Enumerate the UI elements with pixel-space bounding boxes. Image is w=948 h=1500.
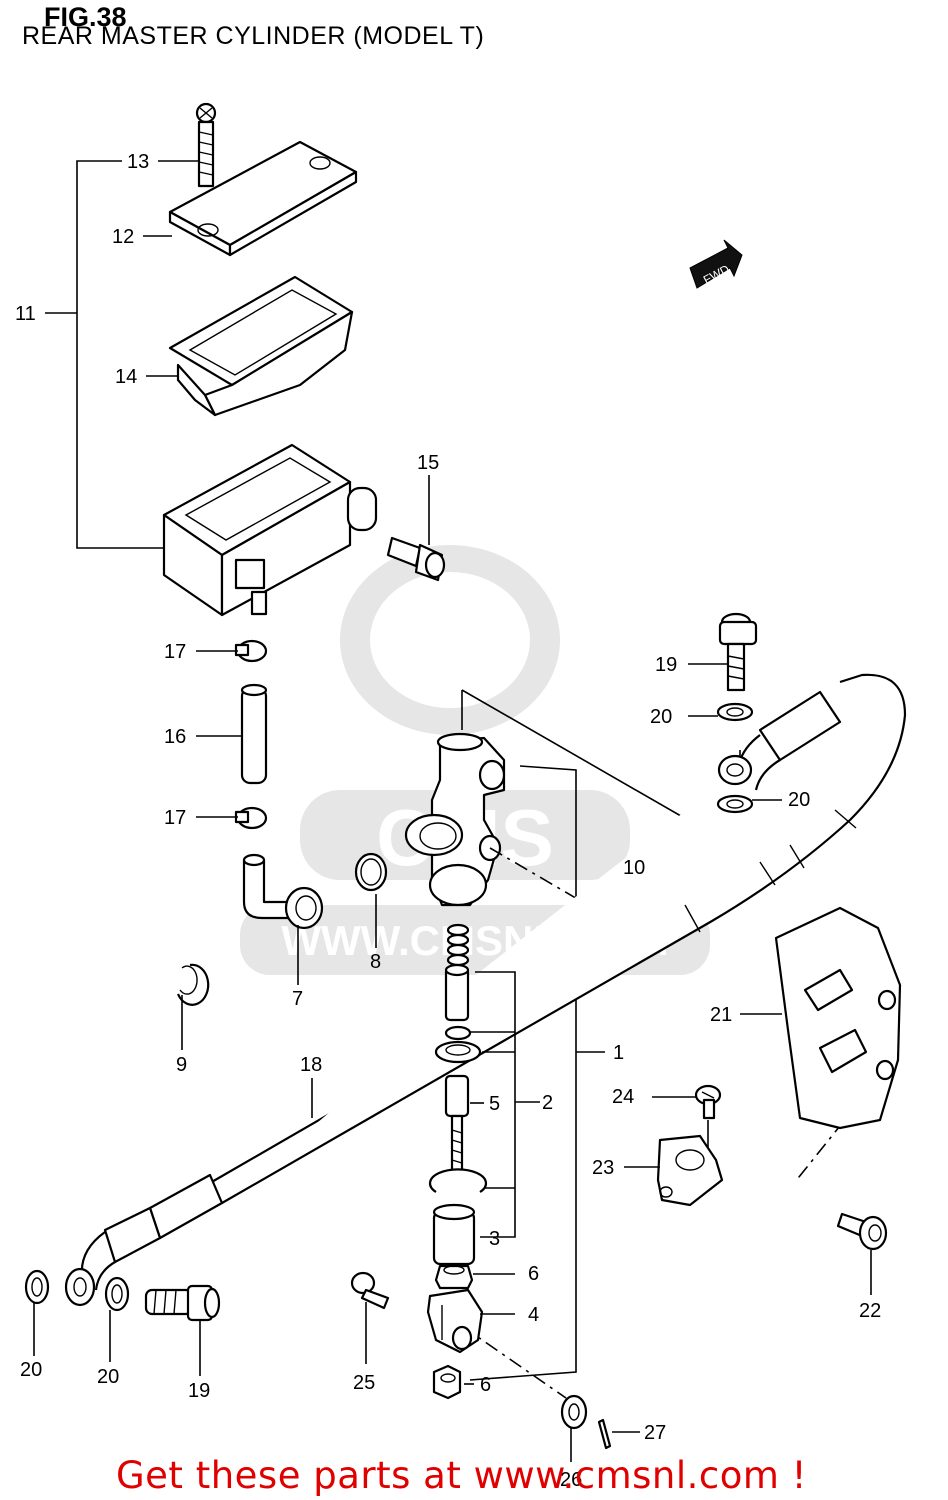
callout-5: 5 <box>489 1093 500 1115</box>
callout-11: 11 <box>15 303 36 325</box>
callout-19-top: 19 <box>655 654 677 676</box>
callout-16: 16 <box>164 726 186 748</box>
part-12-reservoir-cap <box>168 140 358 257</box>
bracket-2 <box>470 971 540 1238</box>
part-17-clamp-top <box>234 639 268 663</box>
fwd-arrow-icon: FWD <box>689 239 743 289</box>
part-23-holder <box>656 1134 724 1207</box>
part-14-diaphragm <box>168 275 354 417</box>
figure-subtitle: REAR MASTER CYLINDER (MODEL T) <box>22 22 485 50</box>
part-27-cotter-pin <box>597 1418 612 1450</box>
rod-circlip <box>428 1168 488 1193</box>
callout-4: 4 <box>528 1304 539 1326</box>
part-8-o-ring <box>354 852 388 892</box>
part-24-screw <box>694 1084 722 1120</box>
callout-labels: 13 12 11 14 15 17 16 17 19 20 20 10 7 8 … <box>15 151 881 1491</box>
callout-9: 9 <box>176 1054 187 1076</box>
part-6-nut-top <box>434 1264 474 1290</box>
part-22-bolt <box>836 1212 888 1251</box>
part-20-washer-a <box>716 702 754 722</box>
callout-14: 14 <box>115 366 137 388</box>
part-25-pin <box>350 1271 390 1310</box>
part-20-washer-d <box>104 1276 130 1312</box>
callout-10: 10 <box>623 857 645 879</box>
part-6-nut-bottom <box>432 1364 462 1400</box>
part-19-union-bolt-bottom <box>144 1284 221 1322</box>
callout-3: 3 <box>489 1228 500 1250</box>
part-11-reservoir <box>162 443 378 617</box>
figure-number: FIG.38 <box>44 2 127 32</box>
part-13-screw <box>195 102 217 188</box>
callout-20-a: 20 <box>650 706 672 728</box>
part-17-clamp-bottom <box>234 806 268 830</box>
callout-24: 24 <box>612 1086 634 1108</box>
callout-25: 25 <box>353 1372 375 1394</box>
part-20-washer-b <box>716 794 754 814</box>
part-16-hose <box>240 683 268 785</box>
callout-2: 2 <box>542 1092 553 1114</box>
part-9-circlip <box>176 963 210 1006</box>
part-20-washer-c <box>24 1269 50 1305</box>
callout-20-b: 20 <box>788 789 810 811</box>
callout-8: 8 <box>370 951 381 973</box>
callout-17-top: 17 <box>164 641 186 663</box>
callout-23: 23 <box>592 1157 614 1179</box>
callout-12: 12 <box>112 226 134 248</box>
spring <box>446 923 470 967</box>
callout-15: 15 <box>417 452 439 474</box>
callout-6-bottom: 6 <box>480 1374 491 1396</box>
callout-1: 1 <box>613 1042 624 1064</box>
part-7-elbow <box>242 853 324 930</box>
callout-18: 18 <box>300 1054 322 1076</box>
part-26-washer <box>560 1394 588 1430</box>
callout-20-d: 20 <box>97 1366 119 1388</box>
part-21-heel-guard <box>774 906 902 1130</box>
part-2-piston-assembly <box>434 923 482 1182</box>
part-15-bolt <box>386 536 446 582</box>
part-4-clevis <box>426 1288 484 1354</box>
bracket-11 <box>45 160 163 549</box>
part-19-union-bolt-top <box>718 612 758 692</box>
callout-13: 13 <box>127 151 149 173</box>
callout-7: 7 <box>292 988 303 1010</box>
part-3-boot <box>432 1203 476 1266</box>
callout-17-bottom: 17 <box>164 807 186 829</box>
callout-22: 22 <box>859 1300 881 1322</box>
callout-26: 26 <box>560 1469 582 1491</box>
callout-20-c: 20 <box>20 1359 42 1381</box>
callout-19-bottom: 19 <box>188 1380 210 1402</box>
callout-6-top: 6 <box>528 1263 539 1285</box>
cta-link[interactable]: Get these parts at www.cmsnl.com ! <box>116 1454 808 1497</box>
part-1-master-cylinder <box>404 732 506 907</box>
callout-21: 21 <box>710 1004 732 1026</box>
callout-27: 27 <box>644 1422 666 1444</box>
